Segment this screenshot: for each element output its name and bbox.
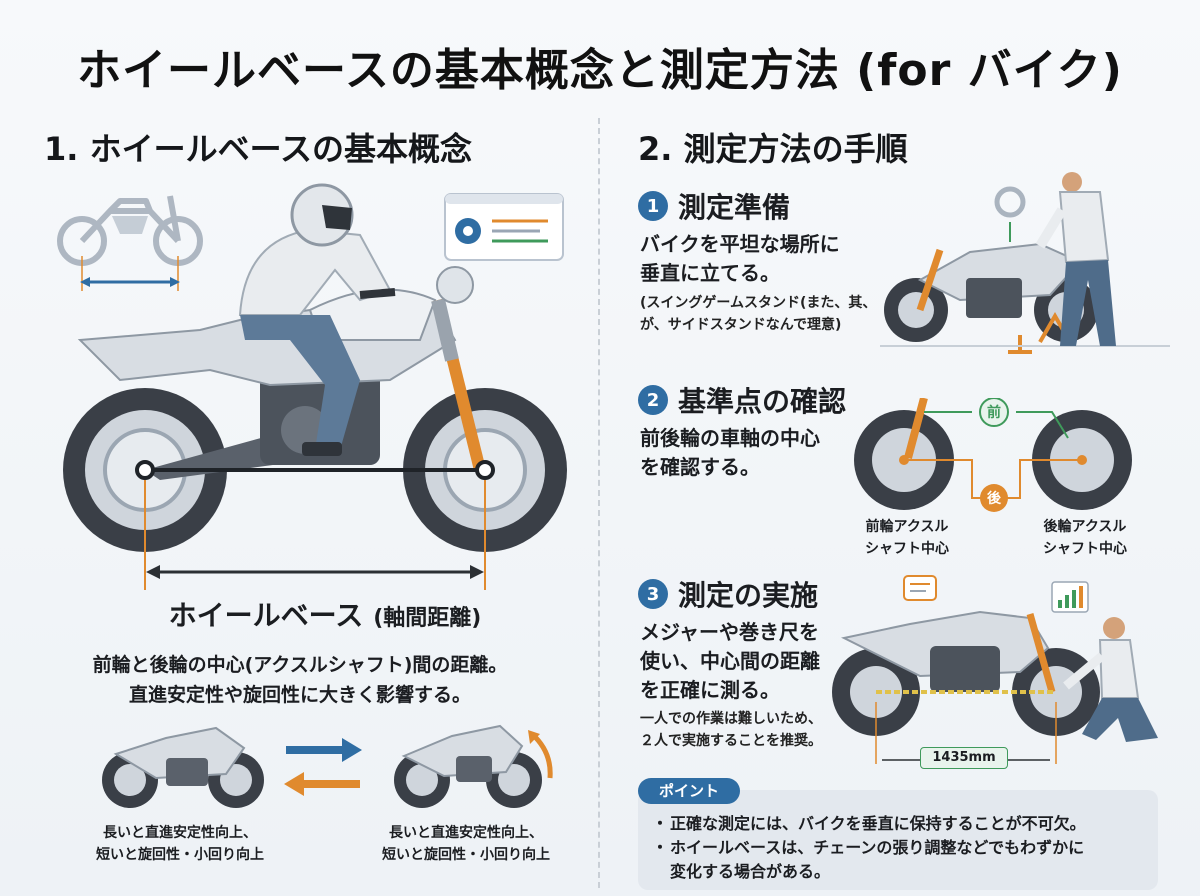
step1-note-1: (スイングゲームスタンド(また、其、	[640, 295, 877, 311]
wheelbase-desc-2: 直進安定性や旋回性に大きく影響する。	[128, 684, 471, 706]
front-tag: 前	[987, 405, 1001, 421]
step1-illustration	[880, 172, 1170, 354]
rear-tag: 後	[987, 491, 1001, 507]
section2-heading: 2. 測定方法の手順	[638, 130, 908, 168]
step3-text-1: メジャーや巻き尺を	[640, 620, 819, 644]
point-item: ホイールベースは、チェーンの張り調整などでもわずかに	[652, 836, 1152, 860]
step2-title: 基準点の確認	[678, 385, 847, 418]
compare-right-line2: 短いと旋回性・小回り向上	[382, 847, 550, 863]
step3-header: 3 測定の実施	[638, 574, 818, 614]
point-list: 正確な測定には、バイクを垂直に保持することが不可欠。 ホイールベースは、チェーン…	[652, 812, 1152, 884]
point-tag: ポイント	[638, 778, 740, 804]
compare-left-line2: 短いと旋回性・小回り向上	[96, 847, 264, 863]
front-axle-label-1: 前輪アクスル	[865, 519, 949, 535]
arrow-left-icon	[284, 772, 360, 796]
step2-text-1: 前後輪の車軸の中心	[640, 426, 820, 450]
wheelbase-desc-1: 前輪と後輪の中心(アクスルシャフト)間の距離。	[92, 654, 508, 676]
front-axle-label-2: シャフト中心	[865, 541, 949, 557]
step3-illustration	[832, 575, 1158, 764]
step1-title: 測定準備	[678, 191, 791, 224]
settings-window-icon	[444, 193, 564, 261]
step2-illustration	[854, 398, 1132, 512]
compare-right-line1: 長いと直進安定性向上、	[389, 825, 543, 841]
step1-header: 1 測定準備	[638, 186, 790, 226]
section1-heading: 1. ホイールベースの基本概念	[44, 130, 472, 168]
measure-readout: 1435mm	[920, 747, 1008, 769]
chat-icon	[903, 575, 937, 601]
step3-note-1: 一人での作業は難しいため、	[640, 711, 822, 727]
long-wheelbase-bike	[102, 726, 264, 808]
section-divider	[598, 118, 600, 888]
rear-axle-label-1: 後輪アクスル	[1043, 519, 1127, 535]
step1-text-1: バイクを平坦な場所に	[640, 232, 840, 256]
step1-note-2: が、サイドスタンドなんで理意)	[640, 317, 842, 333]
step3-text-2: 使い、中心間の距離	[640, 649, 820, 673]
page-title: ホイールベースの基本概念と測定方法 (for バイク)	[77, 45, 1123, 96]
point-item: 正確な測定には、バイクを垂直に保持することが不可欠。	[652, 812, 1152, 836]
rear-axle-label-2: シャフト中心	[1043, 541, 1127, 557]
small-bike-icon	[57, 195, 203, 291]
arrow-right-icon	[286, 738, 362, 762]
step2-text-2: を確認する。	[640, 455, 760, 479]
gear-icon	[994, 186, 1026, 218]
wheelbase-paren: (軸間距離)	[373, 606, 482, 631]
step1-number: 1	[638, 191, 668, 221]
wheelbase-label: ホイールベース	[168, 599, 364, 632]
point-item-cont: 変化する場合がある。	[670, 862, 831, 881]
main-bike-illustration	[63, 183, 567, 590]
step3-note-2: ２人で実施することを推奨。	[640, 733, 822, 749]
step3-title: 測定の実施	[678, 579, 819, 612]
step2-header: 2 基準点の確認	[638, 380, 846, 420]
step3-number: 3	[638, 579, 668, 609]
step3-text-3: を正確に測る。	[640, 678, 780, 702]
bar-chart-icon	[1051, 581, 1089, 613]
compare-left-line1: 長いと直進安定性向上、	[103, 825, 257, 841]
short-wheelbase-bike	[394, 724, 553, 808]
step1-text-2: 垂直に立てる。	[640, 261, 780, 285]
step2-number: 2	[638, 385, 668, 415]
